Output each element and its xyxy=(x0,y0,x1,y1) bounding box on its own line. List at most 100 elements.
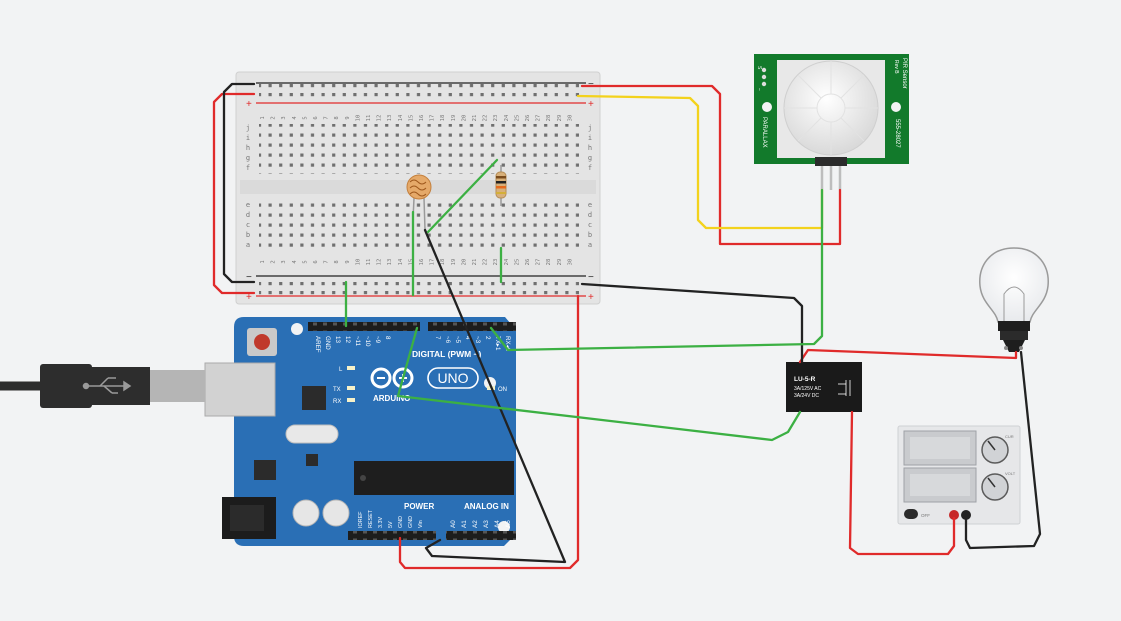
led-tx-label: TX xyxy=(333,387,341,393)
wire-green-pir-to-pin2[interactable] xyxy=(489,188,824,352)
resistor[interactable] xyxy=(495,165,507,206)
pir-brand-label: PARALLAX xyxy=(761,117,767,148)
digital-header-right[interactable] xyxy=(428,322,516,331)
top-power-rail[interactable] xyxy=(259,84,579,102)
wire-black-arduino-gnd[interactable] xyxy=(423,228,567,564)
power-header[interactable] xyxy=(348,531,436,540)
digital-pin-label: 8 xyxy=(384,336,391,340)
wire-red-rail-link[interactable] xyxy=(212,92,256,295)
power-pin-label: 3.3V xyxy=(378,517,384,528)
power-switch-label: OFF xyxy=(921,513,930,518)
power-switch[interactable] xyxy=(904,509,918,519)
column-number: 29 xyxy=(557,115,563,122)
usb-cable[interactable] xyxy=(0,364,205,408)
bottom-power-rail[interactable] xyxy=(259,277,579,295)
column-number: 6 xyxy=(313,116,319,119)
row-letter: b xyxy=(588,231,592,239)
column-number: 20 xyxy=(461,115,467,122)
column-number: 21 xyxy=(472,115,478,122)
column-number: 16 xyxy=(419,115,425,122)
column-number: 30 xyxy=(567,115,573,122)
relay-switch-icon xyxy=(838,380,851,396)
column-number: 3 xyxy=(281,116,287,119)
capacitor xyxy=(322,499,350,527)
column-number: 24 xyxy=(504,114,510,121)
column-number: 15 xyxy=(408,259,414,266)
column-number: 18 xyxy=(440,115,446,122)
crystal-oscillator xyxy=(285,424,339,444)
wire-black-bulb-supply[interactable] xyxy=(964,350,1042,550)
relay[interactable]: LU-5-R 3A/125V AC 3A/24V DC xyxy=(786,362,862,412)
wire-red-5v[interactable] xyxy=(398,294,580,570)
column-number: 1 xyxy=(260,260,266,263)
digital-pin-label: 2 xyxy=(484,336,491,340)
terminal-strip-bottom[interactable] xyxy=(259,201,579,251)
column-number: 13 xyxy=(387,115,393,122)
row-letter: j xyxy=(588,124,592,132)
positive-terminal[interactable] xyxy=(949,510,959,520)
column-number: 12 xyxy=(377,115,383,122)
filament-icon xyxy=(1003,286,1025,322)
row-letter: h xyxy=(246,144,250,152)
wire-green-relay-signal[interactable] xyxy=(396,326,802,442)
column-number: 23 xyxy=(493,115,499,122)
column-number: 4 xyxy=(292,260,298,264)
pir-sensor[interactable]: S − PARALLAX PIR Sensor Rev B 555-28027 xyxy=(754,54,909,190)
pir-title-label: PIR Sensor xyxy=(901,58,907,89)
pir-fresnel-lens-icon xyxy=(784,61,878,155)
row-letter: b xyxy=(246,231,250,239)
power-pin-label: RESET xyxy=(368,509,374,528)
column-number: 22 xyxy=(483,115,489,122)
pir-header[interactable] xyxy=(815,157,847,166)
digital-pin-label: 12 xyxy=(344,336,351,343)
wire-black-relay-gnd[interactable] xyxy=(580,282,804,364)
digital-pin-label: ~5 xyxy=(454,336,461,344)
row-letter: d xyxy=(246,211,250,219)
column-number: 16 xyxy=(419,259,425,266)
led-rx xyxy=(347,398,355,402)
wire-red-relay-supply[interactable] xyxy=(848,410,956,556)
wire-red-pir-vcc[interactable] xyxy=(580,84,842,246)
column-number: 14 xyxy=(398,258,404,265)
arduino-brand-label: ARDUINO xyxy=(373,394,410,403)
wire-black-rail-link[interactable] xyxy=(222,82,256,284)
row-letter: i xyxy=(246,134,250,142)
power-header-label: POWER xyxy=(404,502,434,511)
power-supply[interactable]: CUR VOLT OFF xyxy=(897,425,1021,525)
wire-green-diagonal[interactable] xyxy=(426,158,499,234)
led-tx xyxy=(347,386,355,390)
column-number: 7 xyxy=(324,260,330,263)
column-number: 8 xyxy=(334,260,340,263)
column-number: 15 xyxy=(408,115,414,122)
analog-header[interactable] xyxy=(446,531,516,540)
power-pin-label: Vin xyxy=(418,520,424,528)
column-number: 12 xyxy=(377,259,383,266)
atmega-chip xyxy=(354,461,514,495)
led-rx-label: RX xyxy=(333,399,341,405)
photoresistor[interactable] xyxy=(406,174,432,231)
column-number: 9 xyxy=(345,260,351,263)
terminal-strip-top[interactable] xyxy=(259,124,579,174)
uno-label: UNO xyxy=(437,370,468,386)
digital-pin-label: ~3 xyxy=(474,336,481,344)
digital-header-left[interactable] xyxy=(308,322,420,331)
voltage-display-screen xyxy=(910,474,970,496)
led-l xyxy=(347,366,355,370)
digital-pin-label: AREF xyxy=(314,336,321,353)
column-number: 23 xyxy=(493,259,499,266)
negative-terminal[interactable] xyxy=(961,510,971,520)
column-number: 26 xyxy=(525,115,531,122)
wire-red-relay-bulb[interactable] xyxy=(798,348,1018,364)
reset-button-cap[interactable] xyxy=(254,334,270,350)
usb-port[interactable] xyxy=(204,362,276,417)
rail-sign: + xyxy=(588,99,594,110)
light-bulb[interactable] xyxy=(979,247,1049,352)
column-number: 3 xyxy=(281,260,287,263)
row-letter: h xyxy=(588,144,592,152)
column-number: 5 xyxy=(302,116,308,119)
